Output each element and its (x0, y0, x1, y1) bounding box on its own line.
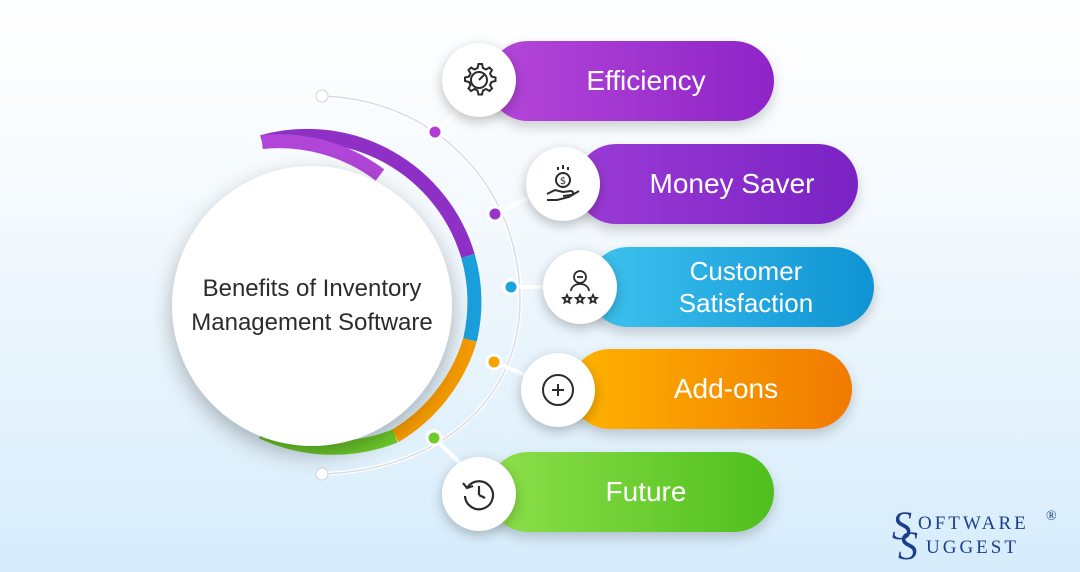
customer-rating-icon (543, 250, 617, 324)
node-dot-2 (486, 205, 504, 223)
benefit-pill-customer-satisfaction: Customer Satisfaction (588, 247, 874, 327)
svg-text:$: $ (560, 176, 566, 187)
outer-arc-shadow (321, 95, 521, 475)
arc-end-dot-top (315, 89, 329, 103)
node-dot-5 (425, 429, 443, 447)
center-title: Benefits of Inventory Management Softwar… (191, 275, 433, 336)
brand-line-1: OFTWARE (918, 513, 1029, 534)
node-dot-1 (426, 123, 444, 141)
node-dot-4 (485, 353, 503, 371)
softwaresuggest-logo: S OFTWARE ® S UGGEST (892, 503, 1072, 568)
arc-end-dot-bottom (315, 467, 329, 481)
benefit-label: Efficiency (586, 65, 706, 96)
benefit-pill-money-saver: Money Saver (576, 144, 858, 224)
brand-initial-2: S (898, 523, 918, 568)
benefit-label: Money Saver (649, 168, 815, 199)
money-hand-icon: $ (526, 147, 600, 221)
benefit-pill-add-ons: Add-ons (570, 349, 852, 429)
ring-segment-violet (261, 134, 385, 181)
benefit-label: Future (605, 476, 687, 507)
clock-refresh-icon (442, 457, 516, 531)
brand-initial-1: S (892, 503, 912, 548)
gear-speed-icon (442, 43, 516, 117)
brand-registered: ® (1046, 509, 1057, 524)
plus-circle-icon (521, 353, 595, 427)
benefit-pill-efficiency: Efficiency (488, 41, 774, 121)
benefit-label: Add-ons (673, 373, 779, 404)
ring-segment-orange (391, 337, 477, 443)
ring-segment-blue (461, 254, 482, 342)
center-circle: Benefits of Inventory Management Softwar… (172, 166, 452, 446)
brand-line-2: UGGEST (926, 537, 1019, 558)
benefit-pill-future: Future (488, 452, 774, 532)
node-dot-3 (502, 278, 520, 296)
benefit-label: Customer Satisfaction (678, 256, 814, 318)
